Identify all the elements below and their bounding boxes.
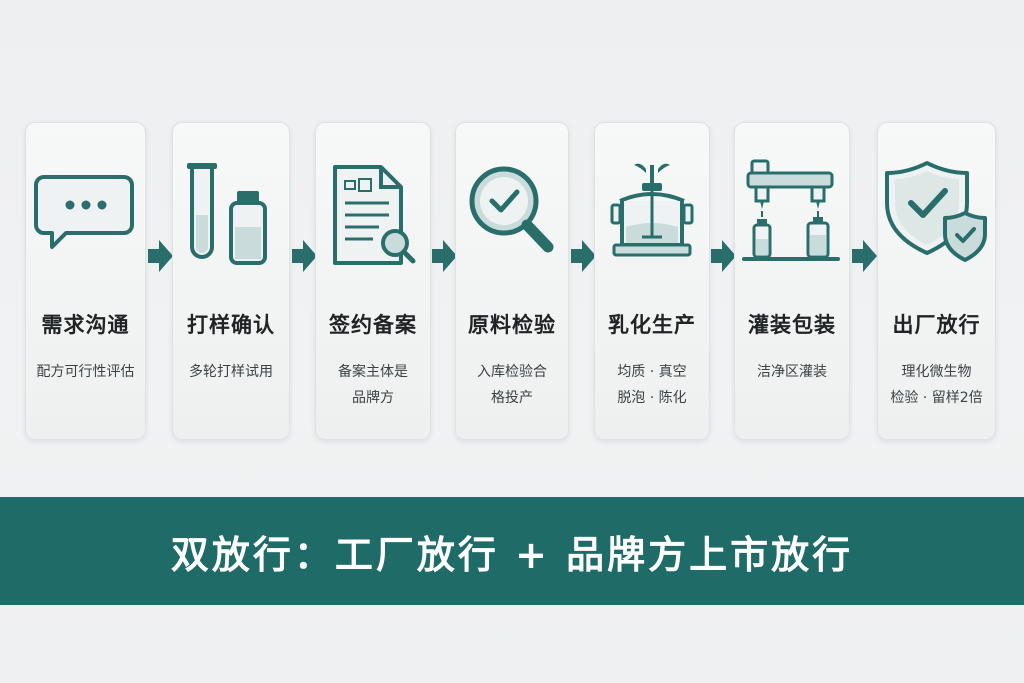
step-desc-line: 洁净区灌装 — [757, 364, 827, 380]
test-tube-vial-icon — [173, 155, 289, 275]
filling-machine-icon — [735, 155, 849, 275]
step-desc: 入库检验合 格投产 — [462, 359, 562, 411]
step-desc-line: 配方可行性评估 — [36, 364, 135, 380]
step-title: 灌装包装 — [748, 313, 836, 337]
arrow-right-icon — [432, 240, 457, 272]
step-title: 出厂放行 — [892, 313, 981, 337]
step-card-2: 打样确认 多轮打样试用 — [172, 122, 290, 440]
step-card-4: 原料检验 入库检验合 格投产 — [455, 122, 569, 440]
step-desc: 洁净区灌装 — [741, 359, 843, 385]
step-desc-line: 品牌方 — [352, 390, 394, 406]
step-desc-line: 检验 · 留样2倍 — [890, 390, 983, 406]
step-card-7: 出厂放行 理化微生物 检验 · 留样2倍 — [877, 122, 996, 440]
contract-document-icon — [316, 155, 430, 275]
step-desc-line: 入库检验合 — [477, 364, 547, 380]
step-desc: 理化微生物 检验 · 留样2倍 — [884, 359, 989, 411]
step-title: 原料检验 — [468, 313, 556, 337]
chat-bubble-icon — [26, 155, 145, 275]
step-card-6: 灌装包装 洁净区灌装 — [734, 122, 850, 440]
step-desc: 备案主体是 品牌方 — [322, 359, 424, 411]
step-title: 签约备案 — [329, 313, 417, 337]
dual-release-banner: 双放行：工厂放行 + 品牌方上市放行 — [0, 497, 1024, 605]
arrow-right-icon — [711, 240, 736, 272]
step-desc-line: 多轮打样试用 — [189, 364, 273, 380]
banner-text: 双放行：工厂放行 + 品牌方上市放行 — [170, 532, 854, 577]
step-desc-line: 均质 · 真空 — [617, 364, 687, 380]
arrow-right-icon — [571, 240, 596, 272]
emulsifier-tank-icon — [595, 155, 709, 275]
step-desc: 多轮打样试用 — [179, 359, 283, 385]
step-card-3: 签约备案 备案主体是 品牌方 — [315, 122, 431, 440]
step-title: 打样确认 — [187, 313, 275, 337]
magnifier-check-icon — [456, 155, 568, 275]
step-desc-line: 备案主体是 — [338, 364, 408, 380]
step-desc-line: 格投产 — [491, 390, 533, 406]
step-desc: 配方可行性评估 — [32, 359, 139, 385]
step-desc-line: 理化微生物 — [901, 364, 972, 380]
step-desc-line: 脱泡 · 陈化 — [617, 390, 687, 406]
step-title: 需求沟通 — [41, 313, 130, 337]
arrow-right-icon — [292, 240, 317, 272]
shield-check-icon — [878, 155, 995, 275]
arrow-right-icon — [148, 240, 173, 272]
step-desc: 均质 · 真空 脱泡 · 陈化 — [601, 359, 703, 411]
step-title: 乳化生产 — [608, 313, 696, 337]
arrow-right-icon — [852, 240, 877, 272]
step-card-5: 乳化生产 均质 · 真空 脱泡 · 陈化 — [594, 122, 710, 440]
step-card-1: 需求沟通 配方可行性评估 — [25, 122, 146, 440]
